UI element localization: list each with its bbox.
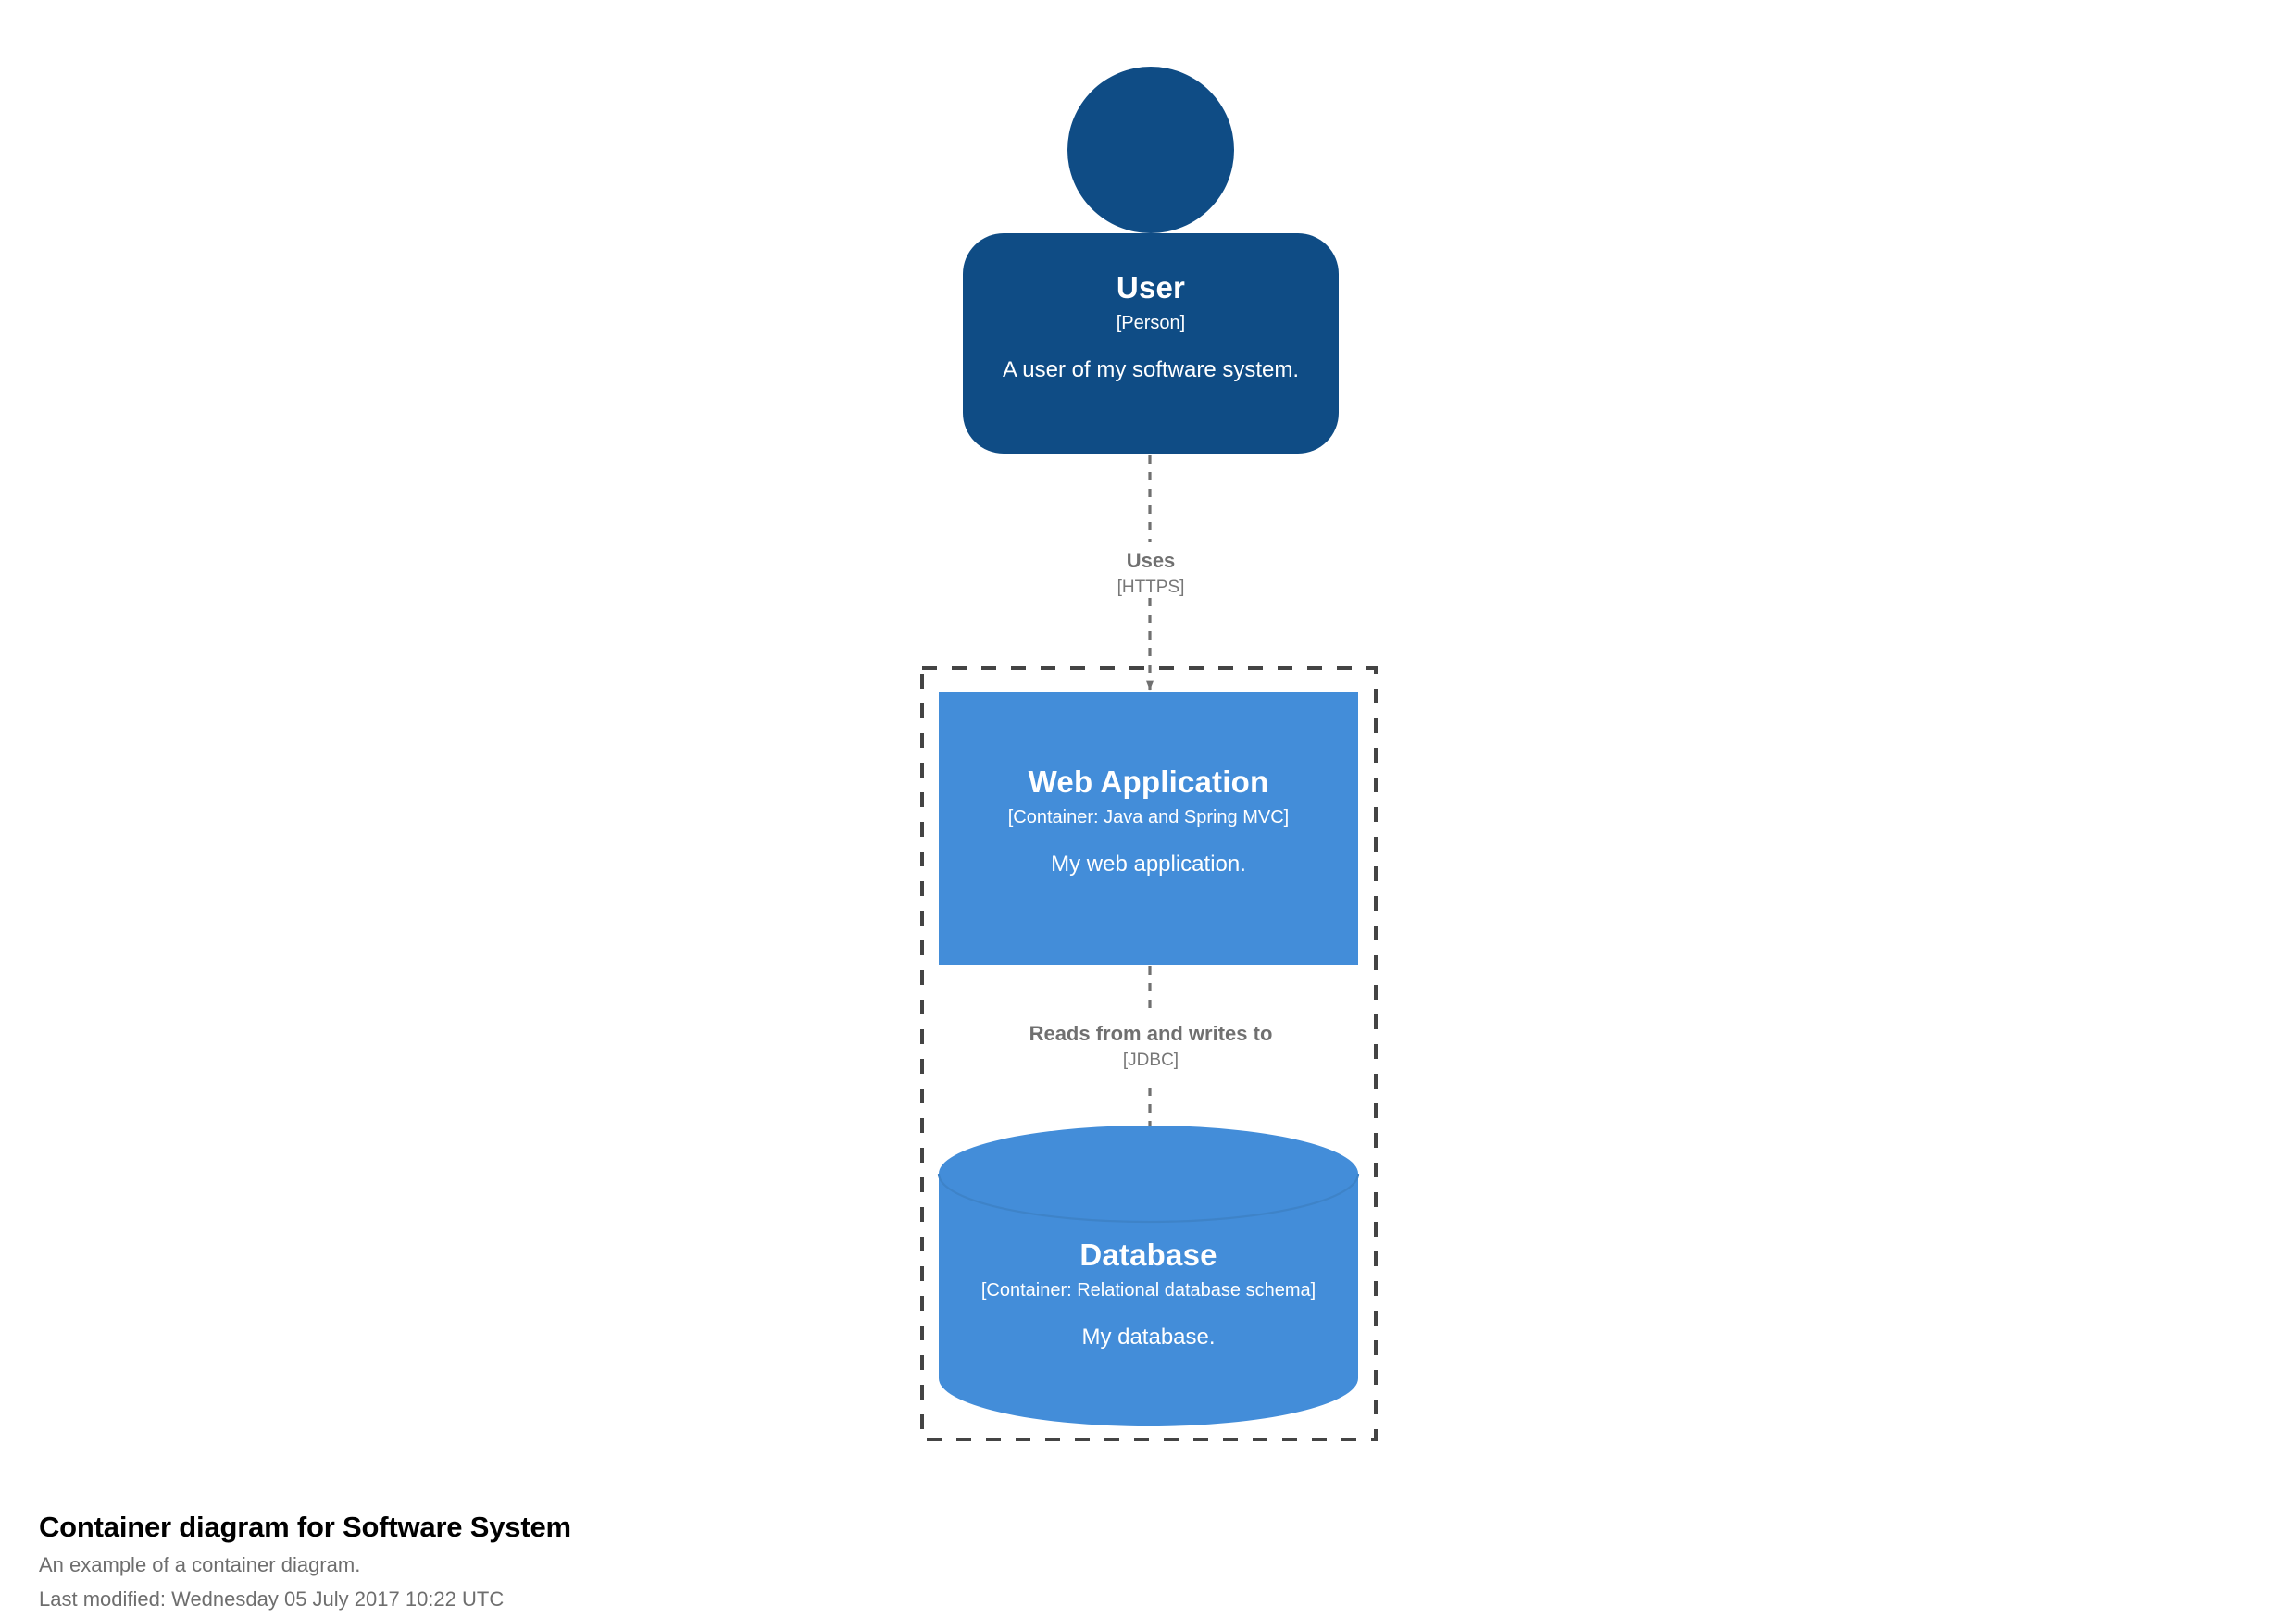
caption-last-modified: Last modified: Wednesday 05 July 2017 10… [39, 1587, 505, 1611]
database-cylinder-rim [937, 1173, 1360, 1224]
caption-subtitle: An example of a container diagram. [39, 1553, 361, 1577]
caption-title: Container diagram for Software System [39, 1511, 571, 1543]
software-system-boundary [920, 666, 1378, 1441]
database-cylinder-body [939, 1126, 1358, 1427]
person-body-shape [963, 233, 1339, 454]
person-head-icon [1067, 67, 1234, 233]
person-user-shape[interactable] [963, 67, 1339, 454]
container-web-application-shape[interactable] [939, 692, 1358, 965]
container-database-shape[interactable] [937, 1126, 1360, 1427]
diagram-caption: Container diagram for Software System An… [39, 1509, 1335, 1613]
